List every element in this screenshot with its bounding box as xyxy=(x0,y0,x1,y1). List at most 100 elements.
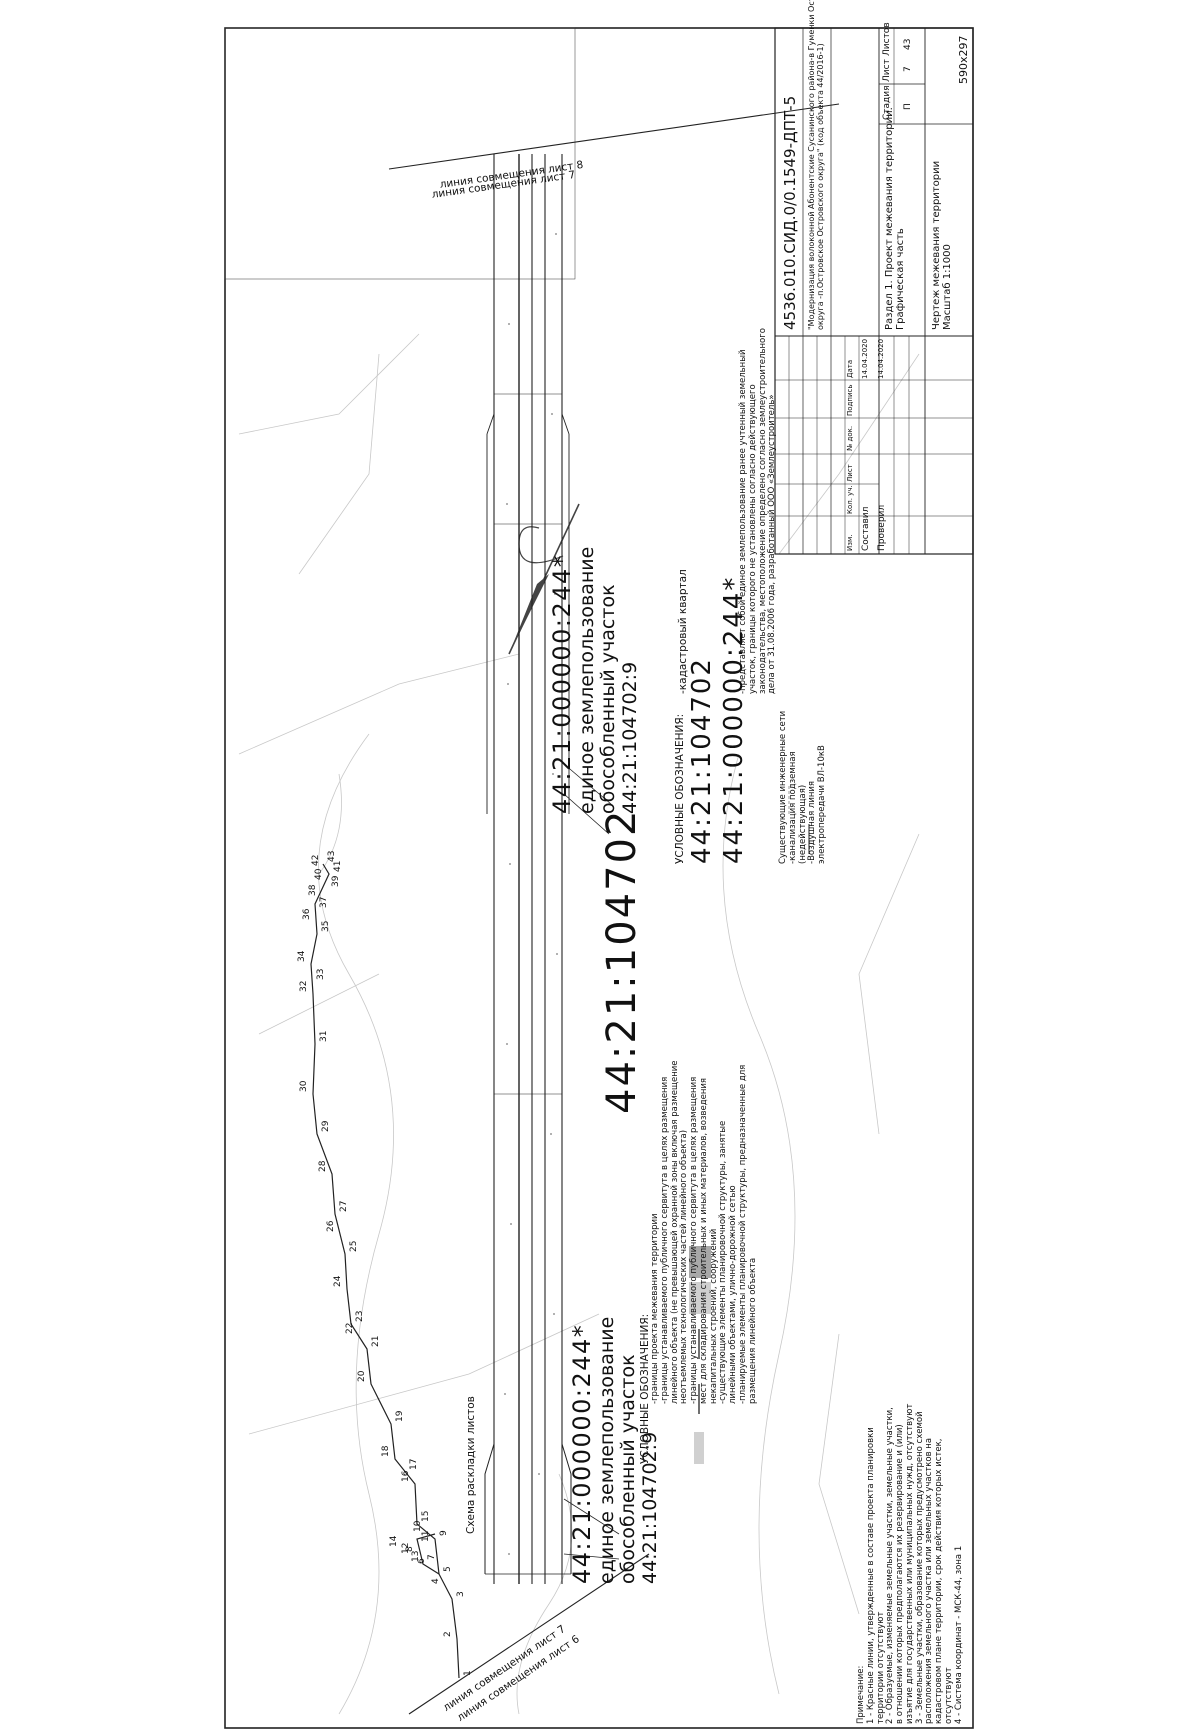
scheme-number: 28 xyxy=(318,1160,328,1172)
legend-item-3: -границы устанавливаемого публичного сер… xyxy=(689,1060,719,1404)
scheme-number: 9 xyxy=(439,1530,449,1536)
row-checked: Проверил xyxy=(877,504,887,551)
drawing-line-1: Чертеж межевания территории xyxy=(931,160,942,330)
scheme-number: 15 xyxy=(421,1510,431,1522)
parcel-line2: обособленный участок xyxy=(597,584,620,814)
scheme-number: 37 xyxy=(319,896,329,908)
scheme-number: 5 xyxy=(443,1566,453,1572)
scheme-number: 42 xyxy=(311,854,321,866)
match-lines xyxy=(388,103,840,1715)
scheme-number: 26 xyxy=(326,1220,336,1232)
parcel-desc-line-4: дела от 31.08.2006 года, разработанный О… xyxy=(767,394,778,694)
scheme-number: 19 xyxy=(395,1410,405,1422)
scheme-number: 43 xyxy=(327,850,337,862)
scheme-number: 23 xyxy=(355,1310,365,1322)
parcel-number: 44:21:000000:244 xyxy=(568,1337,596,1584)
scheme-number: 14 xyxy=(389,1535,399,1547)
title-col-header: Подпись xyxy=(846,384,854,417)
section-line-2: Графическая часть xyxy=(895,228,906,330)
scheme-number: 18 xyxy=(381,1445,391,1457)
parcel-sub: 44:21:104702:9 xyxy=(619,661,642,814)
scheme-number: 24 xyxy=(333,1275,343,1287)
legend-item-5: -планируемые элементы планировочной стру… xyxy=(738,1060,759,1404)
scheme-number: 32 xyxy=(299,980,309,992)
scheme-number: 17 xyxy=(409,1458,419,1470)
legend-networks: Существующие инженерные сети -канализаци… xyxy=(778,711,828,864)
scheme-number: 3 xyxy=(456,1591,466,1597)
scheme-number: 41 xyxy=(333,860,343,872)
project-line-2: округа -п.Островское Островского округа"… xyxy=(816,43,825,330)
scheme-number: 20 xyxy=(357,1370,367,1382)
title-col-header: № док. xyxy=(846,425,854,451)
parcel-line1: единое землепользование xyxy=(575,546,598,814)
scheme-number: 22 xyxy=(345,1322,355,1334)
scheme-number: 27 xyxy=(339,1200,349,1212)
drawing-line-2: Масштаб 1:1000 xyxy=(942,244,953,330)
scheme-number: 33 xyxy=(316,968,326,980)
drawing-sheet: 44:21:104702 44:21:000000:244* единое зе… xyxy=(219,0,979,1734)
scheme-number: 25 xyxy=(349,1240,359,1252)
project-line-1: "Модернизация волоконной Абонентские Сус… xyxy=(807,0,816,330)
scanned-sheet: 44:21:104702 44:21:000000:244* единое зе… xyxy=(224,0,974,1729)
sheet-header: Лист xyxy=(882,59,892,82)
legend-symbols xyxy=(689,784,810,1464)
parcel-line2: обособленный участок xyxy=(617,1354,640,1584)
title-col-header: Дата xyxy=(846,359,854,378)
legend-main: УСЛОВНЫЕ ОБОЗНАЧЕНИЯ: -границы проекта м… xyxy=(639,1060,758,1464)
title-col-header: Изм. xyxy=(846,534,854,551)
legend-quarter-desc: -кадастровый квартал xyxy=(677,569,689,694)
terrain-lines xyxy=(238,333,920,1715)
network-line-4: электропередачи ВЛ-10кВ xyxy=(817,745,828,864)
sheet-value: 7 xyxy=(903,66,913,72)
corridor-stipple xyxy=(504,233,558,1555)
scheme-number: 16 xyxy=(401,1470,411,1482)
note-line-10: 4 - Система координат - МСК-44, зона 1 xyxy=(953,1545,964,1724)
parcel-star: * xyxy=(548,553,576,568)
legend-parcel-desc: -представляет собой единое землепользова… xyxy=(738,328,778,694)
title-col-header: Лист xyxy=(846,464,854,482)
notes: Примечание: 1 - Красные линии, утвержден… xyxy=(856,1404,964,1724)
corridor xyxy=(484,154,620,1584)
scheme-number: 2 xyxy=(443,1631,453,1637)
parcel-label-main: 44:21:000000:244* единое землепользовани… xyxy=(548,546,642,814)
scheme-number: 4 xyxy=(431,1578,441,1584)
scheme-number: 21 xyxy=(371,1335,381,1347)
legend-symbol-5 xyxy=(689,1246,711,1278)
scheme-polyline xyxy=(310,863,460,1679)
scheme-number: 30 xyxy=(299,1080,309,1092)
stage-value: П xyxy=(903,103,913,110)
parcel-line1: единое землепользование xyxy=(595,1316,618,1584)
scheme-title: Схема раскладки листов xyxy=(465,1396,477,1534)
legend-symbol-4 xyxy=(689,1282,711,1314)
scan-edge xyxy=(224,27,576,280)
legend-item-line: размещения линейного объекта xyxy=(747,1257,758,1404)
parcel-star: * xyxy=(568,1323,596,1338)
scheme-number: 36 xyxy=(302,908,312,920)
sheets-header: Листов xyxy=(882,22,892,56)
date-2: 14.04.2020 xyxy=(877,338,885,379)
title-col-header: Кол. уч. xyxy=(846,485,854,514)
drawing-graphics xyxy=(224,27,974,1729)
legend-item-4: -существующие элементы планировочной стр… xyxy=(718,1060,739,1404)
scheme-number: 39 xyxy=(331,875,341,887)
section-line-1: Раздел 1. Проект межевания территории. xyxy=(884,107,895,330)
doc-code: 4536.010.СИД.0/0.1549-ДПТ-5 xyxy=(781,95,799,330)
scheme-number: 7 xyxy=(427,1554,437,1560)
sheets-value: 43 xyxy=(903,38,913,50)
row-composed: Составил xyxy=(861,506,871,551)
scheme-number: 1 xyxy=(463,1670,473,1676)
scheme-number: 34 xyxy=(297,950,307,962)
title-block-grid xyxy=(774,27,974,555)
scheme-number: 31 xyxy=(319,1030,329,1042)
legend-quarter: 44:21:104702 xyxy=(687,657,718,864)
project-name: "Модернизация волоконной Абонентские Сус… xyxy=(807,0,825,330)
sheet-format: 590х297 xyxy=(957,35,970,84)
section-name: Раздел 1. Проект межевания территории.Гр… xyxy=(884,107,906,330)
scheme-number: 35 xyxy=(321,920,331,932)
scheme-number: 29 xyxy=(321,1120,331,1132)
scheme-number: 12 xyxy=(401,1542,411,1554)
legend-item-2: -границы устанавливаемого публичного сер… xyxy=(660,1060,690,1404)
scheme-number: 40 xyxy=(314,868,324,880)
scheme-number: 11 xyxy=(421,1530,431,1542)
